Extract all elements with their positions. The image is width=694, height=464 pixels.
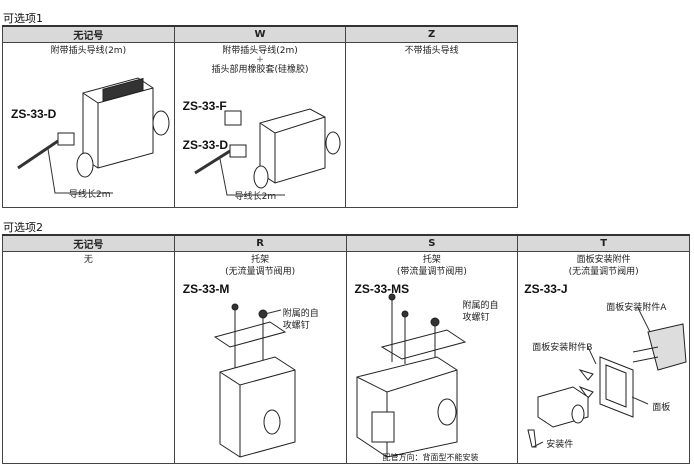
option1-cell-z: 不带插头导线: [345, 42, 518, 208]
screw-label: 附属的自 攻螺钉: [462, 301, 499, 323]
part-number: ZS-33-J: [524, 282, 568, 296]
bracket-with-valve-illustration: [356, 293, 466, 458]
panel-mount-illustration: [527, 307, 687, 448]
bracket-illustration: [213, 303, 296, 458]
header-w: W: [173, 25, 347, 43]
part-number-f: ZS-33-F: [182, 99, 227, 113]
panel-mount-b-label: 面板安装附件B: [532, 343, 593, 353]
sensor-with-cable-illustration: [17, 77, 170, 194]
option1-title: 可选项1: [3, 12, 43, 25]
part-number: ZS-33-MS: [354, 282, 410, 296]
cable-length-note: 导线长2m: [234, 192, 277, 202]
option2-cell-t: 面板安装附件 (无流量调节阀用) ZS-33-J 面板安装附件A 面板安装附件B…: [517, 251, 690, 464]
option1-cell-none: 附带插头导线(2m) ZS-33-D 导线长2m: [2, 42, 175, 208]
option2-cell-none: 无: [2, 251, 175, 464]
sensor-with-boot-illustration: [193, 108, 341, 196]
panel-mount-a-label: 面板安装附件A: [606, 303, 667, 313]
option1-cell-w: 附带插头导线(2m) + 插头部用橡胶套(硅橡胶) ZS-33-F ZS-33-…: [173, 42, 347, 208]
header-r: R: [173, 234, 347, 252]
header-t: T: [517, 234, 690, 252]
part-number: ZS-33-D: [11, 107, 57, 121]
panel-label: 面板: [652, 403, 671, 413]
mount-label: 安装件: [546, 440, 574, 450]
piping-note: 配管方向：背面型不能安装: [382, 453, 479, 462]
header-z: Z: [345, 25, 518, 43]
option2-cell-s: 托架 (带流量调节阀用) ZS-33-MS 附属的自 攻螺钉 配管方向：背面型不…: [345, 251, 519, 464]
part-number: ZS-33-M: [182, 282, 230, 296]
option2-cell-r: 托架 (无流量调节阀用) ZS-33-M 附属的自 攻螺钉: [173, 251, 347, 464]
header-none: 无记号: [2, 234, 175, 252]
cable-length-note: 导线长2m: [69, 190, 111, 200]
header-none: 无记号: [2, 25, 175, 43]
header-s: S: [345, 234, 519, 252]
screw-label: 附属的自 攻螺钉: [282, 309, 319, 331]
part-number-d: ZS-33-D: [182, 138, 228, 152]
option2-title: 可选项2: [3, 221, 43, 234]
